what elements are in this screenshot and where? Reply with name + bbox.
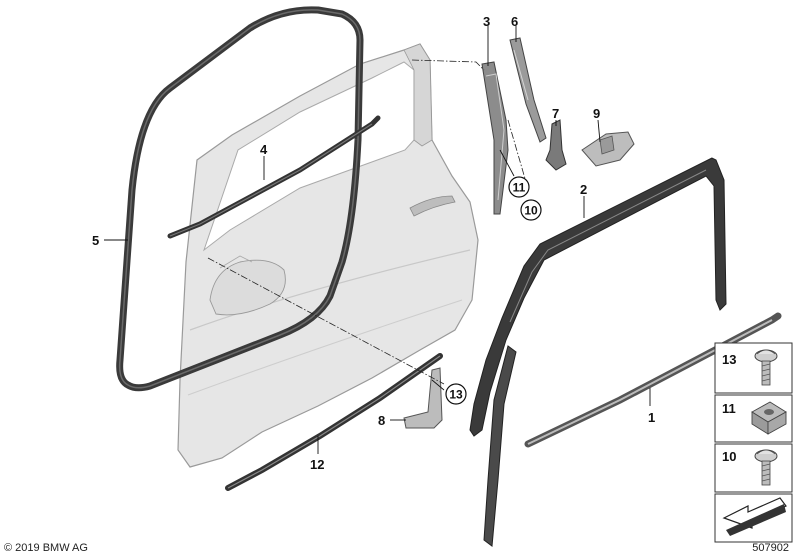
callout-10-circled: 10 (520, 199, 542, 221)
diagram-id: 507902 (752, 542, 789, 554)
svg-text:10: 10 (524, 204, 538, 218)
svg-text:10: 10 (722, 449, 736, 464)
arrow-icon (722, 497, 787, 536)
legend-row-arrow (722, 497, 787, 536)
callout-6: 6 (511, 14, 518, 29)
copyright-text: © 2019 BMW AG (4, 542, 88, 554)
callout-9: 9 (593, 106, 600, 121)
lower-channel (483, 345, 517, 547)
callout-11-circled: 11 (508, 176, 530, 198)
svg-text:13: 13 (449, 388, 463, 402)
callout-7: 7 (552, 106, 559, 121)
leader-lines (104, 26, 651, 454)
callout-8: 8 (378, 413, 385, 428)
door-seal-5 (116, 6, 364, 392)
window-strip-4 (167, 115, 381, 239)
svg-text:13: 13 (722, 352, 736, 367)
svg-text:11: 11 (513, 181, 526, 195)
door-panel (177, 43, 479, 468)
bolt-icon (754, 449, 778, 486)
circled-callouts: 11 10 13 (445, 176, 542, 405)
lower-seal-12 (225, 353, 443, 491)
clip-nut-icon (751, 401, 787, 435)
callout-1: 1 (648, 410, 655, 425)
bolt-icon (754, 349, 778, 386)
bracket-9 (581, 131, 635, 167)
pillar-cover-6 (509, 37, 547, 143)
callout-labels: 1 2 3 4 5 6 7 8 9 12 (92, 14, 655, 472)
window-channel-2 (469, 157, 727, 437)
legend-row-13: 13 (722, 349, 778, 386)
svg-text:11: 11 (722, 401, 736, 416)
legend-row-10: 10 (722, 449, 778, 486)
bracket-8 (403, 367, 443, 429)
assembly-lines (207, 59, 527, 385)
pillar-trim-3 (481, 61, 509, 215)
bracket-7 (545, 119, 567, 171)
callout-5: 5 (92, 233, 99, 248)
belt-moulding-1 (524, 312, 782, 448)
fastener-legend: 13 11 10 (714, 342, 793, 543)
legend-row-11: 11 (722, 401, 787, 435)
callout-12: 12 (310, 457, 324, 472)
callout-4: 4 (260, 142, 268, 157)
callout-2: 2 (580, 182, 587, 197)
callout-13-circled: 13 (445, 383, 467, 405)
callout-3: 3 (483, 14, 490, 29)
